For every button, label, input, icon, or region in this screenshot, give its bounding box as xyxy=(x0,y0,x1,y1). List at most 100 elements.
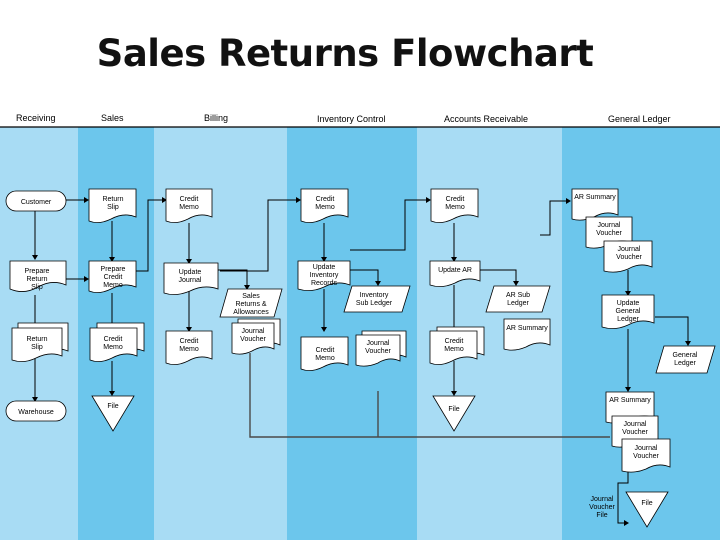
lane-bg-receiving xyxy=(0,105,78,540)
node-file-ar-label: File xyxy=(448,406,459,413)
arrowhead xyxy=(426,197,431,203)
arrowhead xyxy=(186,327,192,332)
node-warehouse xyxy=(5,400,67,422)
node-prepare-return-slip xyxy=(9,260,67,292)
edge-update-inv-subledger xyxy=(350,269,379,285)
arrowhead xyxy=(624,520,629,526)
node-return-slip-2 xyxy=(11,327,63,362)
arrowhead xyxy=(451,391,457,396)
node-credit-memo-inv-2 xyxy=(300,336,349,371)
arrowhead xyxy=(296,197,301,203)
lane-header-receiving: Receiving xyxy=(16,113,56,123)
arrowhead xyxy=(32,397,38,402)
lane-header-billing: Billing xyxy=(204,113,228,123)
arrowhead xyxy=(513,281,519,286)
node-update-general-ledger xyxy=(601,294,655,329)
arrowhead xyxy=(625,387,631,392)
arrowhead xyxy=(109,257,115,262)
node-credit-memo-ar-2 xyxy=(429,330,478,365)
node-ar-summary-gl-2-label: AR Summary xyxy=(609,397,651,404)
edge-ar-to-gl xyxy=(540,200,570,236)
header-band xyxy=(0,105,720,127)
node-file-ar xyxy=(432,395,476,432)
node-file-gl-label: File xyxy=(641,500,652,507)
node-credit-memo-inv-1 xyxy=(300,188,349,223)
node-ar-summary-gl-1-label: AR Summary xyxy=(574,194,616,201)
arrowhead xyxy=(32,255,38,260)
lane-header-general-ledger: General Ledger xyxy=(608,114,671,124)
swimlane-backgrounds xyxy=(0,105,720,540)
arrowhead xyxy=(162,197,167,203)
node-file-gl xyxy=(625,491,669,528)
edge-gl-to-file xyxy=(617,463,629,524)
node-credit-memo-billing-1 xyxy=(165,188,213,223)
node-customer-label: Customer xyxy=(21,199,52,206)
connectors xyxy=(34,199,689,524)
node-general-ledger xyxy=(655,345,716,374)
arrowhead xyxy=(685,341,691,346)
lane-bg-inventory xyxy=(287,105,417,540)
node-customer xyxy=(5,190,67,212)
node-credit-memo-ar-1 xyxy=(430,188,479,223)
node-return-slip-1 xyxy=(88,188,137,223)
arrowhead xyxy=(566,198,571,204)
node-inventory-sub-ledger xyxy=(343,285,411,313)
node-credit-memo-sales xyxy=(89,327,138,362)
edge-bottom-return xyxy=(249,353,610,438)
lane-header-accounts-receivable: Accounts Receivable xyxy=(444,114,528,124)
node-credit-memo-billing-2 xyxy=(165,330,213,365)
arrowhead xyxy=(244,285,250,290)
node-update-inventory-records xyxy=(297,260,351,291)
flowchart-diagram: Receiving Sales Billing Inventory Contro… xyxy=(0,105,720,540)
arrowhead xyxy=(321,257,327,262)
edge-update-journal-sra xyxy=(218,269,248,289)
node-ar-summary-ar xyxy=(503,318,551,351)
edge-sales-to-billing-top xyxy=(136,199,166,272)
lane-bg-general-ledger xyxy=(562,105,720,540)
arrowhead xyxy=(186,259,192,264)
lane-bg-sales xyxy=(78,105,154,540)
arrowhead xyxy=(451,257,457,262)
page-title: Sales Returns Flowchart xyxy=(96,32,594,75)
node-journal-voucher-inv xyxy=(355,334,401,367)
node-prepare-credit-memo xyxy=(88,260,137,293)
node-file-sales xyxy=(91,395,135,432)
node-warehouse-label: Warehouse xyxy=(18,409,54,416)
arrowhead xyxy=(84,276,89,282)
node-update-ar xyxy=(429,260,481,287)
edge-inventory-to-ar xyxy=(350,199,430,251)
node-ar-sub-ledger xyxy=(485,285,551,313)
edge-billing-to-inventory xyxy=(220,199,300,272)
arrowhead xyxy=(625,291,631,296)
node-update-journal xyxy=(163,262,219,295)
node-journal-voucher-gl-4 xyxy=(621,438,671,473)
node-ar-summary-ar-label: AR Summary xyxy=(506,325,548,332)
lane-header-sales: Sales xyxy=(101,113,124,123)
node-journal-voucher-gl-2 xyxy=(603,240,653,273)
node-sales-returns-allowances xyxy=(219,288,283,318)
arrowhead xyxy=(321,327,327,332)
node-file-sales-label: File xyxy=(107,403,118,410)
edge-update-ar-subledger xyxy=(480,269,517,285)
